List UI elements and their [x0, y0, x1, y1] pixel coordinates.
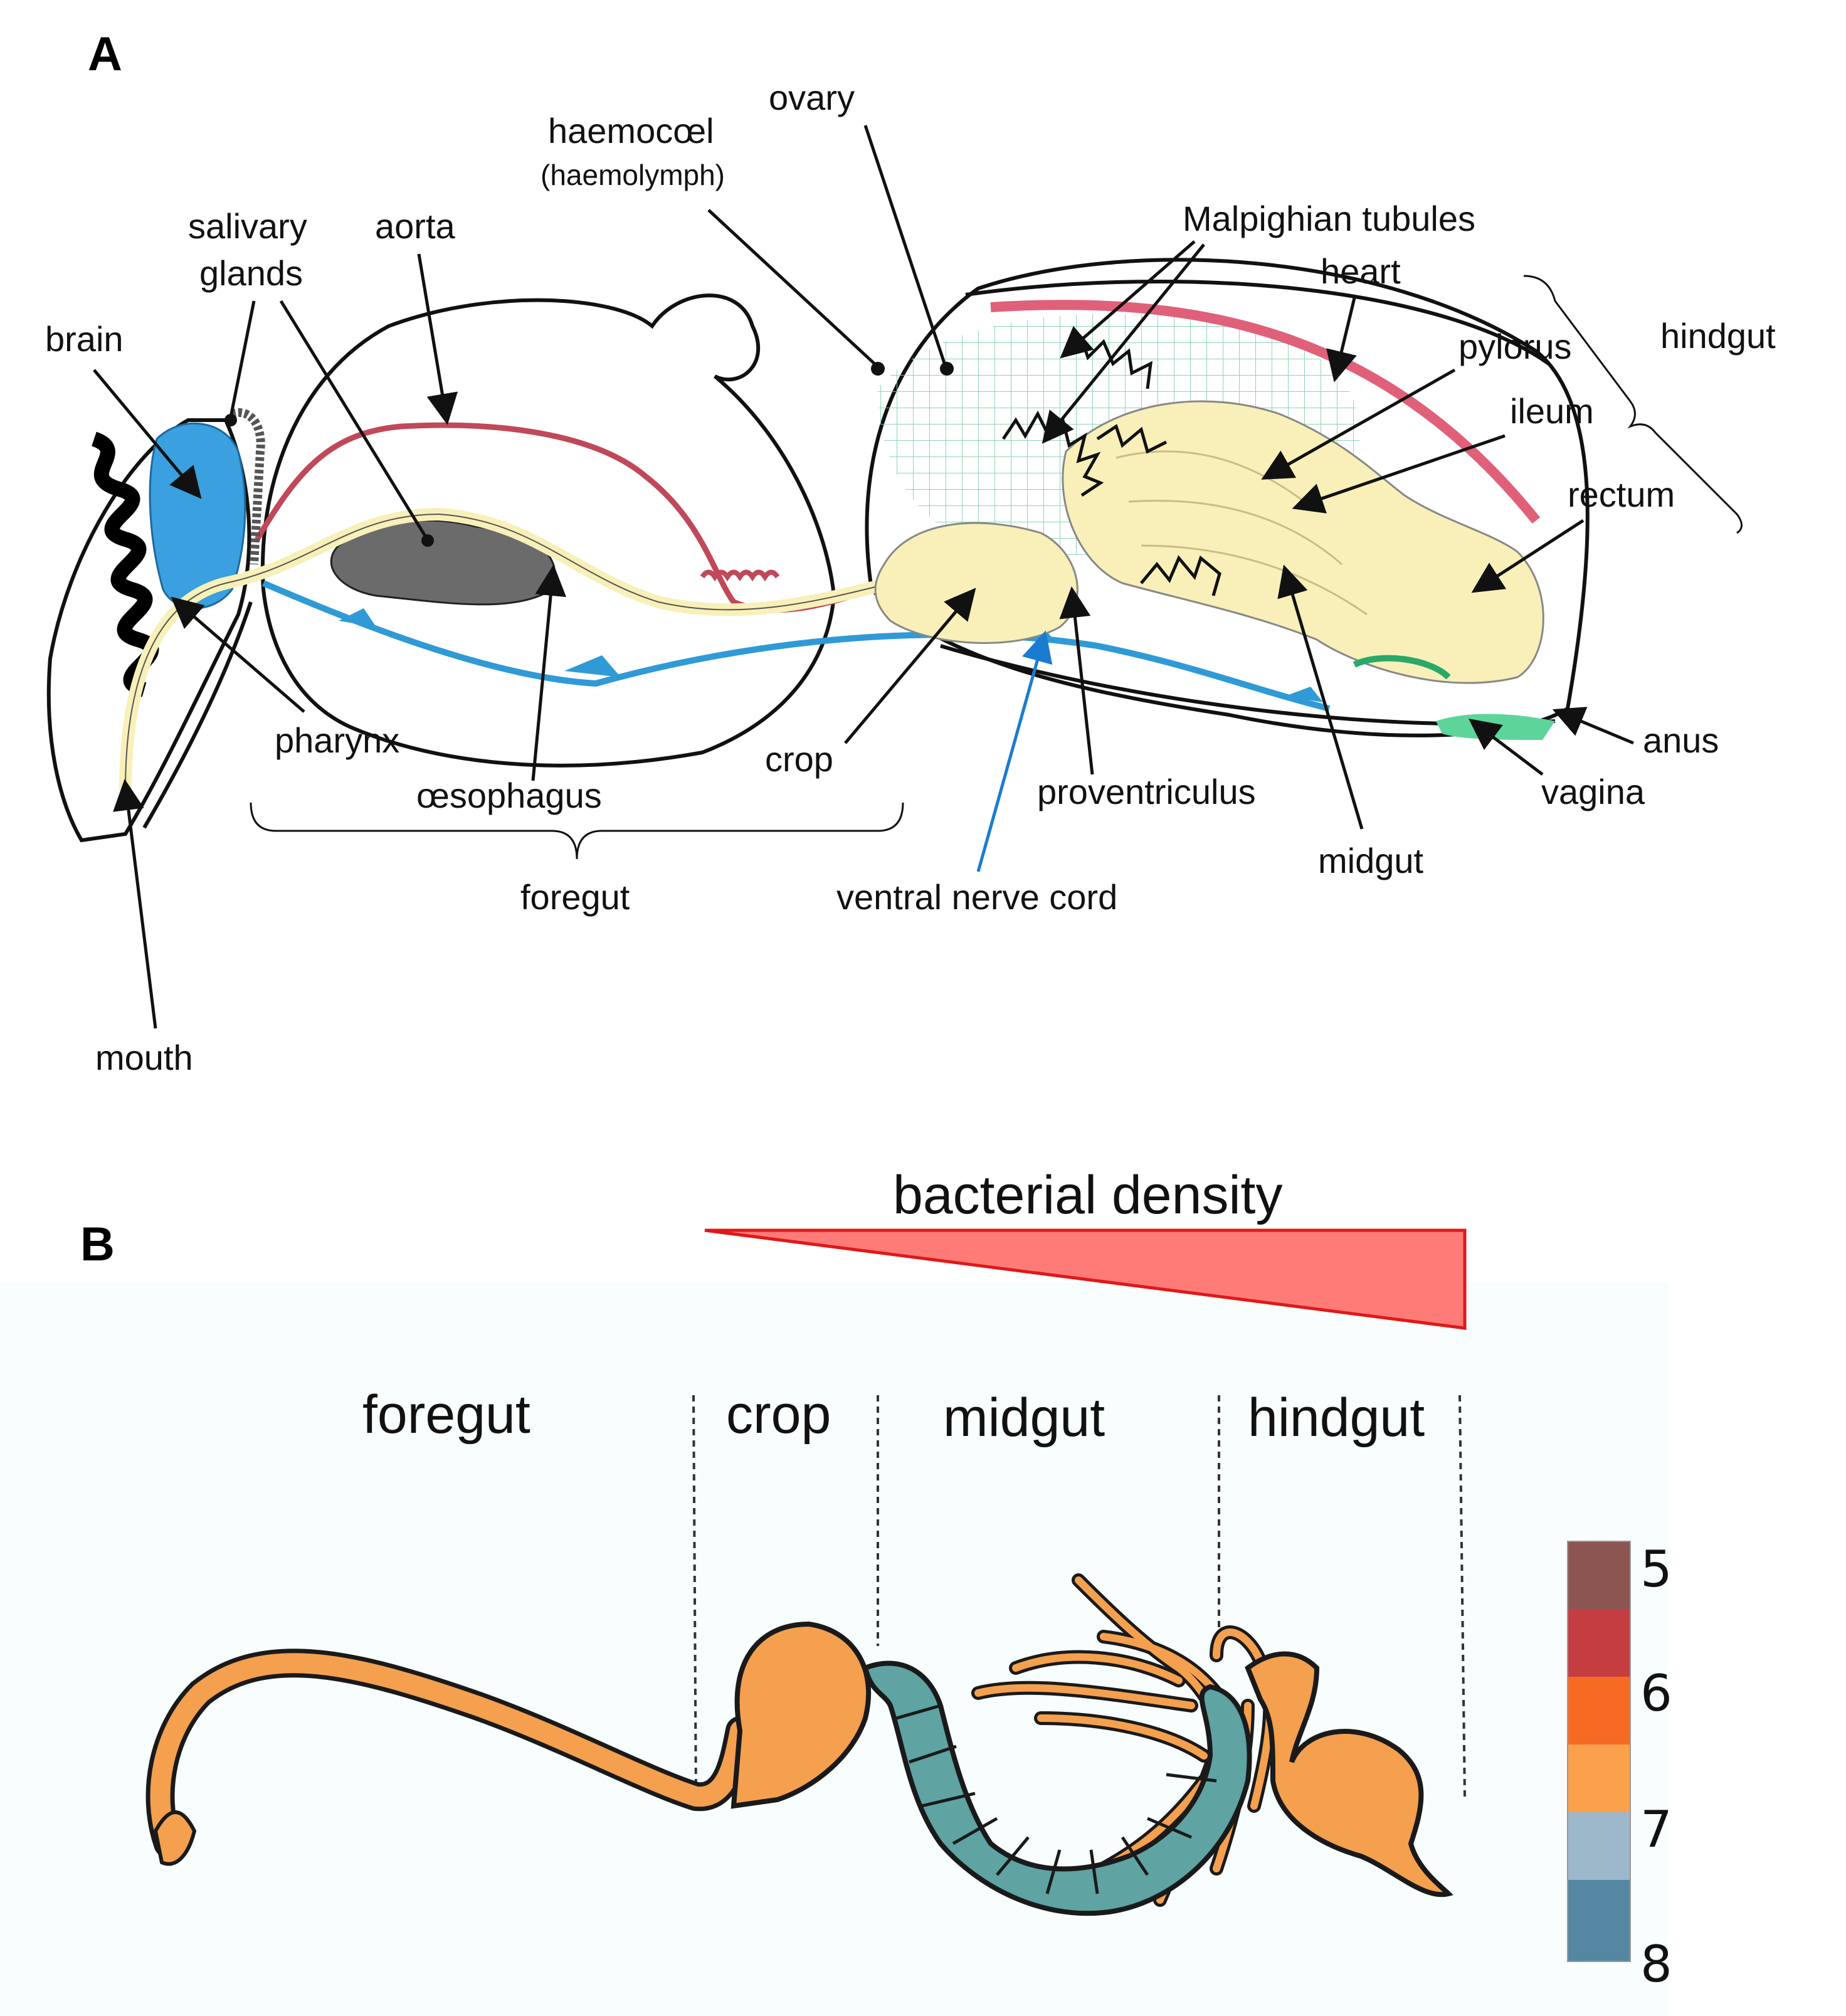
region-label-hindgut: hindgut	[1248, 1388, 1425, 1448]
scale-tick-7: 7	[1640, 1800, 1672, 1859]
label-ovary: ovary	[769, 78, 855, 117]
region-label-midgut: midgut	[943, 1388, 1105, 1448]
crop	[874, 522, 1079, 644]
bacterial-density-wedge	[704, 1228, 1467, 1330]
label-malpighian: Malpighian tubules	[1183, 199, 1475, 238]
scale-swatch-1	[1568, 1541, 1630, 1609]
label-anus: anus	[1643, 720, 1719, 760]
hindgut-b	[1245, 1651, 1453, 1897]
foregut-brace	[250, 802, 904, 860]
leader-lines	[93, 125, 1634, 1029]
scale-tick-6: 6	[1640, 1664, 1672, 1723]
region-label-crop: crop	[726, 1385, 831, 1445]
heart	[990, 300, 1541, 524]
scale-swatch-6	[1568, 1880, 1630, 1961]
label-mouth: mouth	[95, 1038, 193, 1077]
label-rectum: rectum	[1568, 475, 1675, 514]
region-label-foregut: foregut	[362, 1385, 530, 1445]
label-aorta: aorta	[375, 206, 455, 246]
hindgut-brace	[1523, 275, 1743, 534]
bacterial-density-label: bacterial density	[893, 1165, 1282, 1225]
label-proventriculus: proventriculus	[1037, 772, 1256, 811]
label-vagina: vagina	[1541, 772, 1645, 811]
insect-body-outline	[46, 258, 1590, 843]
ventral-nerve-cord	[262, 580, 1331, 712]
scale-swatch-5	[1568, 1812, 1630, 1880]
label-heart: heart	[1321, 251, 1401, 291]
label-crop-a: crop	[765, 739, 833, 779]
label-ventral-nerve-cord: ventral nerve cord	[836, 877, 1117, 917]
label-oesophagus: œsophagus	[416, 776, 602, 815]
label-foregut-a: foregut	[520, 877, 630, 917]
scale-swatch-4	[1568, 1744, 1630, 1812]
density-colour-scale: 5 6 7 8	[1567, 1540, 1672, 1993]
label-pharynx: pharynx	[275, 720, 399, 760]
midgut-b	[862, 1660, 1252, 1916]
scale-tick-5: 5	[1640, 1540, 1672, 1598]
scale-swatch-2	[1568, 1609, 1630, 1677]
label-salivary-2: glands	[199, 253, 303, 293]
label-hindgut-a: hindgut	[1660, 316, 1776, 356]
crop-b	[730, 1621, 872, 1809]
label-brain: brain	[45, 319, 124, 359]
panel-b: B bacterial density foregut crop midgut …	[0, 1165, 1672, 2016]
label-salivary-1: salivary	[188, 206, 307, 246]
region-dividers	[692, 1395, 1466, 1800]
panel-a-label: A	[88, 28, 122, 81]
panel-b-label: B	[80, 1218, 115, 1271]
label-haemolymph: (haemolymph)	[541, 159, 725, 191]
malpighian-tubules	[1001, 335, 1221, 596]
scale-tick-8: 8	[1640, 1935, 1672, 1993]
label-haemocoel: haemocœl	[548, 111, 714, 150]
label-pylorus: pylorus	[1458, 327, 1572, 366]
label-ileum: ileum	[1510, 391, 1594, 431]
label-midgut-a: midgut	[1318, 841, 1424, 880]
scale-swatch-3	[1568, 1677, 1630, 1744]
panel-a: A	[45, 28, 1776, 1077]
midgut	[1062, 400, 1544, 684]
